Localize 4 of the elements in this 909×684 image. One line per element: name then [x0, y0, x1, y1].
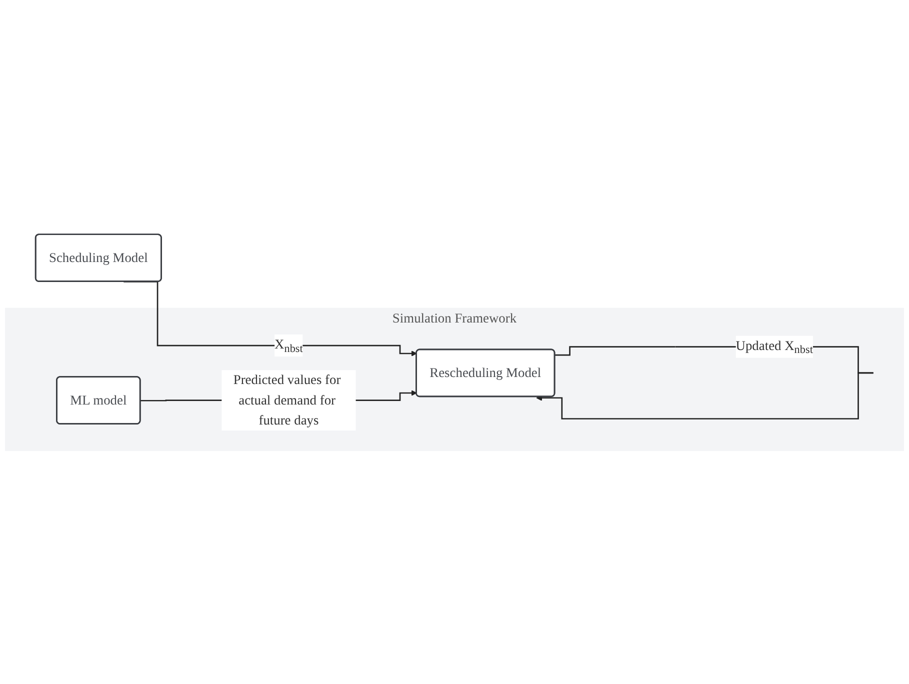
edge-label: Predicted values for actual demand for future days [233, 372, 341, 428]
edge-label: Updated X$_{nbst}$ [736, 338, 813, 356]
arrow [124, 280, 417, 356]
edge-label: X$_{nbst}$ [274, 336, 303, 354]
